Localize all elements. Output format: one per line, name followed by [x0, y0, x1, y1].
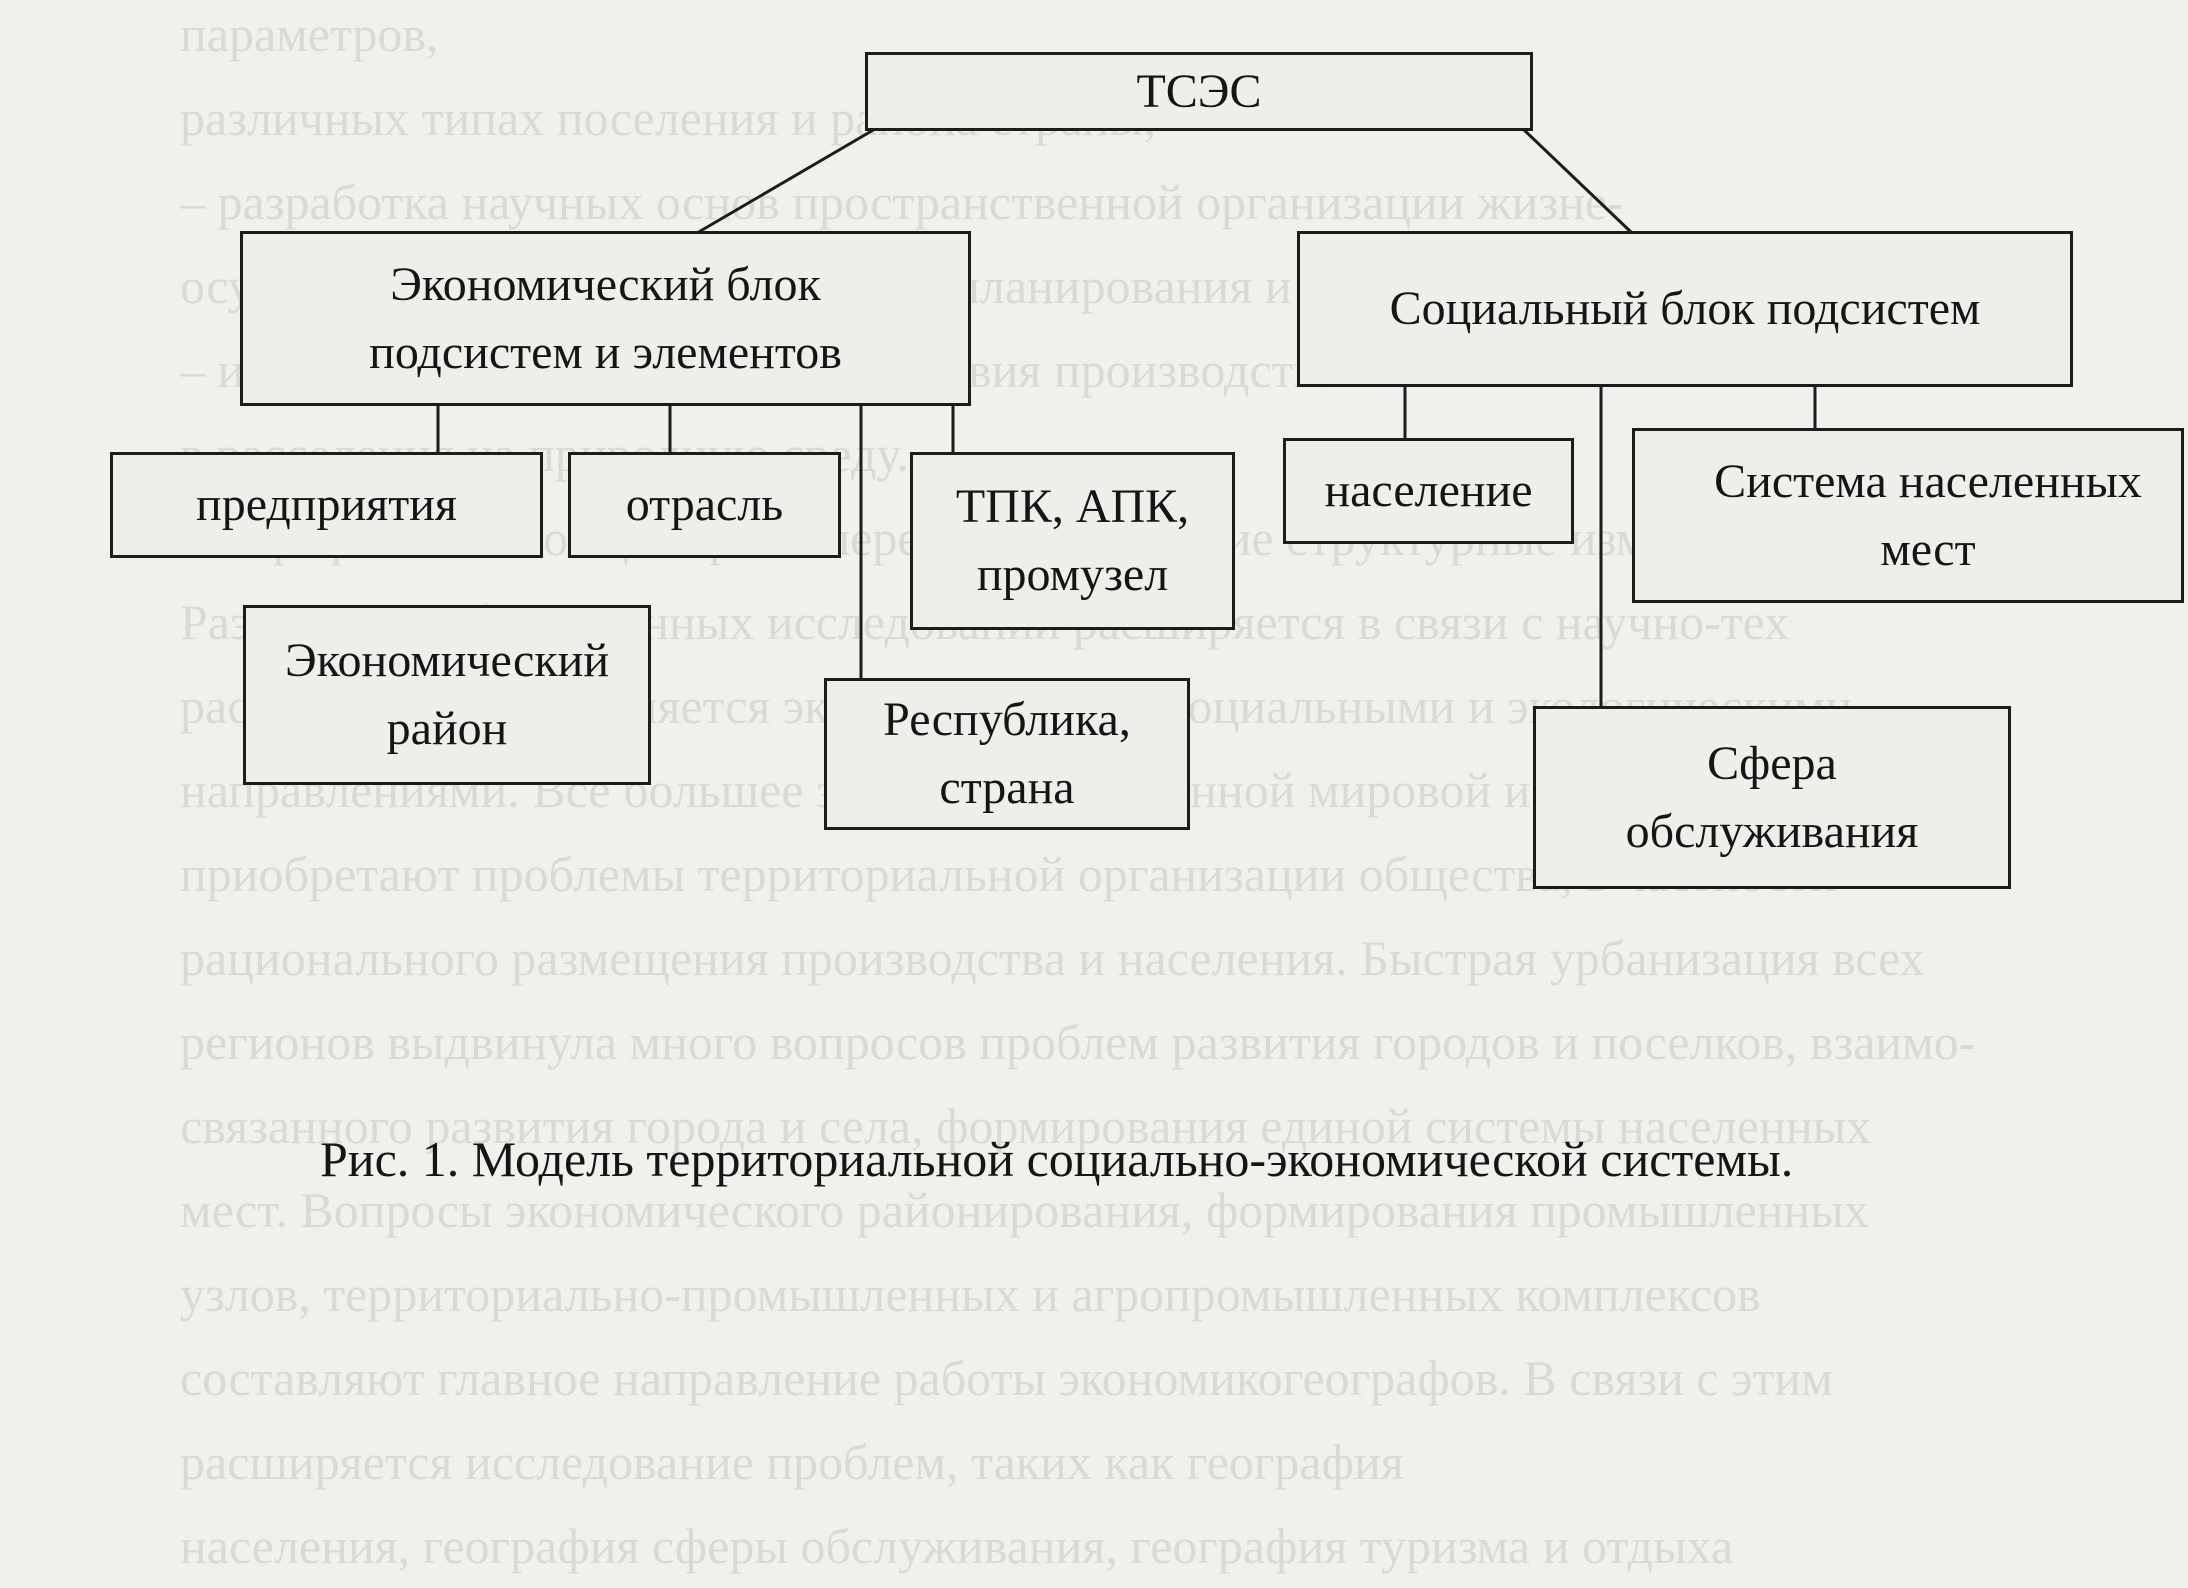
republic-label-line-2: страна: [939, 761, 1075, 814]
bleed-line: связанного развития города и села, форми…: [180, 1098, 1872, 1154]
services-box: Сфера обслуживания: [1533, 706, 2011, 889]
settlements-box: Система населенных мест: [1632, 428, 2184, 603]
industry-label: отрасль: [625, 478, 784, 531]
services-label-line-1: Сфера: [1707, 736, 1837, 790]
settlements-label-line-1: Система населенных: [1714, 454, 2142, 508]
tpk-apk-label-line-2: промузел: [976, 548, 1169, 601]
bleed-line: – разработка научных основ пространствен…: [180, 174, 1624, 230]
connector-lines: [436, 127, 1817, 708]
connector-root-social: [1521, 127, 1634, 235]
social-block-box: Социальный блок подсистем: [1297, 231, 2073, 387]
bleed-line: составляют главное направление работы эк…: [180, 1350, 1833, 1406]
bleed-line: расширяется исследование проблем, таких …: [180, 1434, 1404, 1490]
economic-region-label-line-1: Экономический: [284, 634, 610, 687]
economic-block-box: Экономический блок подсистем и элементов: [240, 231, 971, 406]
economic-region-label-line-2: район: [386, 702, 508, 755]
bleed-line: мест. Вопросы экономического районирован…: [180, 1182, 1869, 1238]
population-label: население: [1324, 464, 1533, 517]
services-label-line-2: обслуживания: [1625, 804, 1919, 858]
enterprises-label: предприятия: [196, 478, 457, 531]
republic-label-line-1: Республика,: [883, 693, 1131, 746]
economic-block-label-line-2: подсистем и элементов: [369, 325, 842, 379]
connector-root-economic: [696, 127, 876, 235]
bleed-line: регионов выдвинула много вопросов пробле…: [180, 1014, 1976, 1070]
bleed-line: параметров,: [180, 6, 439, 62]
bleed-line: рационального размещения производства и …: [180, 930, 1925, 986]
tses-root-label: ТСЭС: [1136, 64, 1262, 118]
tses-root-box: ТСЭС: [865, 52, 1533, 131]
population-box: население: [1283, 438, 1574, 544]
economic-block-label-line-1: Экономический блок: [390, 257, 821, 311]
settlements-label-line-2: мест: [1880, 522, 1976, 576]
economic-region-box: Экономический район: [243, 605, 651, 785]
figure-caption: Рис. 1. Модель территориальной социально…: [320, 1131, 1794, 1187]
bleed-line: населения, география сферы обслуживания,…: [180, 1518, 1734, 1574]
tpk-apk-box: ТПК, АПК, промузел: [910, 452, 1235, 630]
industry-box: отрасль: [568, 452, 841, 558]
republic-box: Республика, страна: [824, 678, 1190, 830]
tpk-apk-label-line-1: ТПК, АПК,: [955, 480, 1190, 533]
figure-canvas: параметров, различных типах поселения и …: [110, 6, 2184, 1574]
enterprises-box: предприятия: [110, 452, 543, 558]
social-block-label: Социальный блок подсистем: [1389, 282, 1981, 335]
